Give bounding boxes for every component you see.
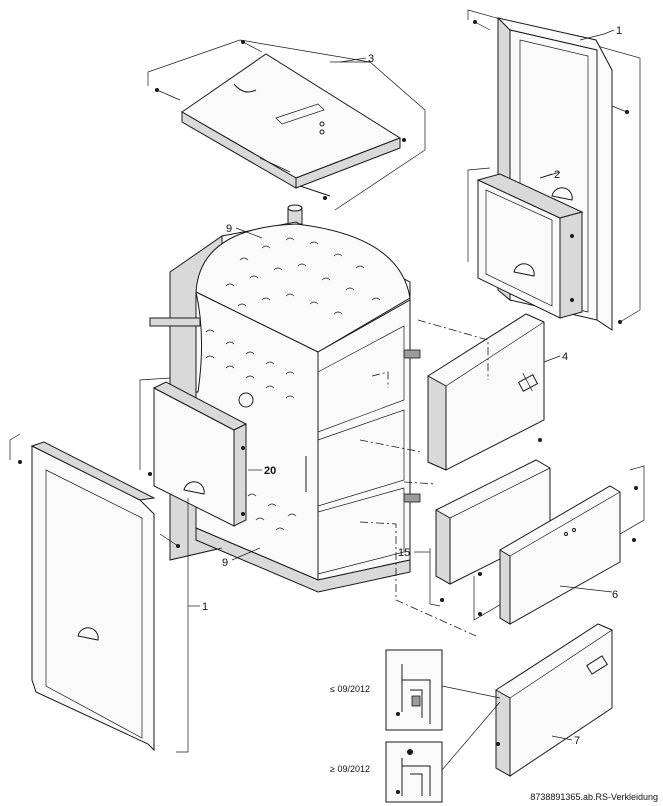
part-label-4: 4 bbox=[562, 351, 568, 363]
label-leaders bbox=[188, 29, 615, 741]
part-label-20: 20 bbox=[264, 465, 276, 477]
detail-inset-new bbox=[385, 741, 443, 803]
part-label-3: 3 bbox=[368, 53, 374, 65]
detail-caption-new: ≥ 09/2012 bbox=[330, 764, 370, 774]
side-panel-left bbox=[9, 433, 189, 753]
front-panel-15 bbox=[429, 438, 551, 607]
detail-leader-lines bbox=[441, 685, 501, 771]
insulation-pattern-front bbox=[205, 329, 297, 531]
assembly-lines bbox=[359, 319, 489, 637]
part-label-15: 15 bbox=[398, 547, 410, 559]
side-panel-6 bbox=[473, 465, 645, 625]
part-label-1-right: 1 bbox=[616, 25, 622, 37]
part-label-2: 2 bbox=[554, 169, 560, 181]
part-label-6: 6 bbox=[612, 589, 618, 601]
part-label-7: 7 bbox=[574, 735, 580, 747]
part-label-1-left: 1 bbox=[202, 601, 208, 613]
side-panel-4 bbox=[427, 313, 545, 471]
door-panel-2 bbox=[467, 167, 584, 319]
insulation-pattern-top bbox=[225, 237, 381, 315]
detail-inset-old bbox=[385, 649, 443, 731]
detail-caption-old: ≤ 09/2012 bbox=[330, 684, 370, 694]
plinth-7 bbox=[495, 623, 613, 777]
top-cover bbox=[147, 39, 426, 211]
part-label-9-top: 9 bbox=[226, 223, 232, 235]
part-label-9-bottom: 9 bbox=[222, 557, 228, 569]
front-door-20 bbox=[139, 377, 248, 527]
drawing-reference: 8738891365.ab.RS-Verkleidung bbox=[530, 792, 658, 802]
